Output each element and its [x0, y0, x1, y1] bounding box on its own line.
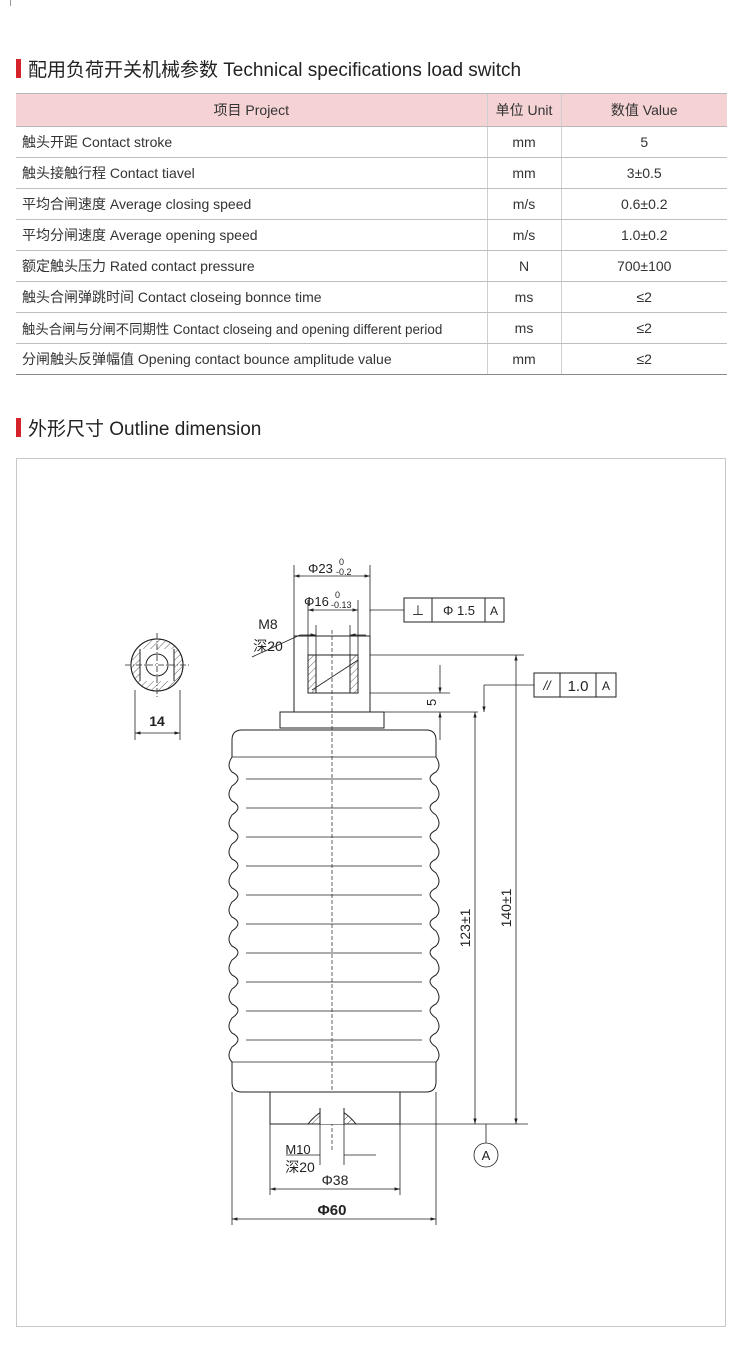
cell-unit: ms	[486, 312, 561, 344]
header-value: 数值 Value	[560, 93, 727, 127]
cell-unit: m/s	[486, 219, 561, 251]
cell-unit: ms	[486, 281, 561, 313]
table-header-row: 项目 Project 单位 Unit 数值 Value	[16, 93, 727, 127]
cell-value: ≤2	[560, 343, 727, 375]
outline-drawing-frame	[16, 458, 726, 1327]
table-row: 触头开距 Contact stroke mm 5	[16, 126, 727, 158]
dim-phi16: Φ16	[304, 594, 329, 609]
section-title-outline-text: 外形尺寸 Outline dimension	[28, 419, 262, 440]
dim-140: 140±1	[498, 888, 514, 927]
dim-phi38: Φ38	[322, 1172, 349, 1188]
dim-5: 5	[424, 699, 439, 706]
cell-value: 700±100	[560, 250, 727, 282]
bottom-end	[231, 1091, 528, 1225]
dim-123: 123±1	[457, 908, 473, 947]
dim-section-width: 14	[149, 713, 165, 729]
section-title-specs-text: 配用负荷开关机械参数 Technical specifications load…	[28, 60, 522, 81]
thread-top: M8	[258, 616, 278, 632]
cell-project: 触头接触行程 Contact tiavel	[16, 157, 487, 189]
dim-5-lines	[370, 665, 478, 740]
spec-table: 项目 Project 单位 Unit 数值 Value 触头开距 Contact…	[16, 93, 727, 375]
parallelism-frame	[482, 672, 617, 712]
table-row: 触头接触行程 Contact tiavel mm 3±0.5	[16, 157, 727, 189]
dim-phi23-tol-upper: 0	[339, 557, 344, 567]
cell-project: 触头开距 Contact stroke	[16, 126, 487, 158]
parallel-datum: A	[602, 679, 610, 693]
perp-datum: A	[490, 604, 498, 618]
dim-phi60: Φ60	[318, 1202, 347, 1219]
cell-project: 分闸触头反弹幅值 Opening contact bounce amplitud…	[16, 343, 487, 375]
table-row: 平均分闸速度 Average opening speed m/s 1.0±0.2	[16, 219, 727, 251]
cell-project: 平均合闸速度 Average closing speed	[16, 188, 487, 220]
bellows-body	[228, 630, 440, 1150]
perp-symbol: ⊥	[412, 602, 424, 618]
dim-phi16-tol-lower: -0.13	[331, 600, 352, 610]
perp-value: Φ 1.5	[443, 603, 475, 618]
cell-unit: m/s	[486, 188, 561, 220]
datum-label: A	[482, 1148, 491, 1163]
table-row: 触头合闸弹跳时间 Contact closeing bonnce time ms…	[16, 281, 727, 313]
table-row: 平均合闸速度 Average closing speed m/s 0.6±0.2	[16, 188, 727, 220]
cell-project: 触头合闸弹跳时间 Contact closeing bonnce time	[16, 281, 487, 313]
cell-unit: N	[486, 250, 561, 282]
title-accent-bar	[16, 59, 21, 78]
cell-value: 1.0±0.2	[560, 219, 727, 251]
cell-value: 5	[560, 126, 727, 158]
section-title-outline: 外形尺寸 Outline dimension	[16, 414, 261, 441]
cell-value: 3±0.5	[560, 157, 727, 189]
corner-tick	[10, 0, 11, 6]
cell-project: 额定触头压力 Rated contact pressure	[16, 250, 487, 282]
thread-bottom: M10	[285, 1142, 310, 1157]
header-unit: 单位 Unit	[486, 93, 561, 127]
title-accent-bar	[16, 418, 21, 437]
parallel-symbol: //	[542, 678, 552, 693]
table-row: 额定触头压力 Rated contact pressure N 700±100	[16, 250, 727, 282]
dim-phi23: Φ23	[308, 561, 333, 576]
cell-unit: mm	[486, 126, 561, 158]
height-dimensions	[370, 654, 524, 1168]
cell-project: 平均分闸速度 Average opening speed	[16, 219, 487, 251]
dim-phi23-tol-lower: -0.2	[336, 567, 352, 577]
cell-unit: mm	[486, 157, 561, 189]
perpendicularity-frame	[403, 597, 505, 623]
cell-value: 0.6±0.2	[560, 188, 727, 220]
cell-value: ≤2	[560, 312, 727, 344]
dim-phi16-tol-upper: 0	[335, 590, 340, 600]
depth-bottom: 深20	[285, 1159, 315, 1175]
cell-value: ≤2	[560, 281, 727, 313]
cell-project: 触头合闸与分闸不同期性 Contact closeing and opening…	[16, 312, 487, 344]
cell-unit: mm	[486, 343, 561, 375]
table-row: 触头合闸与分闸不同期性 Contact closeing and opening…	[16, 312, 727, 344]
parallel-value: 1.0	[568, 678, 589, 695]
section-title-specs: 配用负荷开关机械参数 Technical specifications load…	[16, 55, 521, 82]
header-project: 项目 Project	[16, 93, 487, 127]
table-row: 分闸触头反弹幅值 Opening contact bounce amplitud…	[16, 343, 727, 375]
cross-section-detail	[125, 633, 189, 740]
depth-top: 深20	[253, 638, 283, 654]
